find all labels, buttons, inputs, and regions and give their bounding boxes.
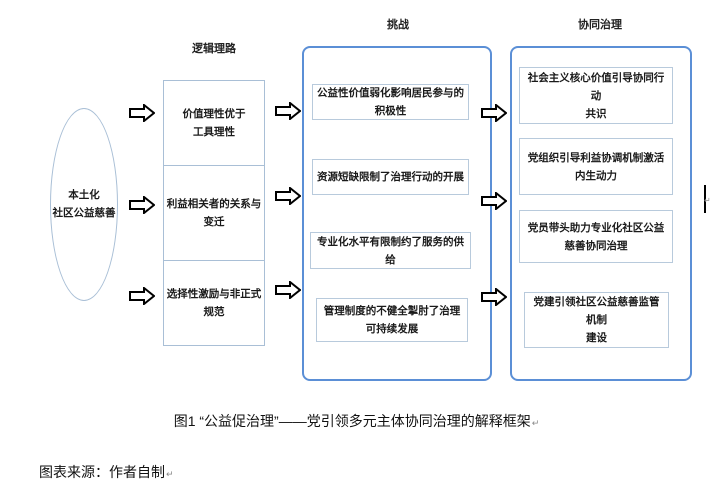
figure-source-text: 图表来源：作者自制 <box>39 464 165 480</box>
logic-box-line2: 规范 <box>203 306 225 318</box>
arrow-icon <box>129 287 155 305</box>
figure-caption-text: 图1 “公益促治理”——党引领多元主体协同治理的解释框架 <box>173 413 531 429</box>
paragraph-mark: ↵ <box>166 469 174 479</box>
arrow-icon <box>275 281 301 299</box>
logic-box: 价值理性优于 工具理性 <box>163 80 265 166</box>
arrow-icon <box>481 192 507 210</box>
governance-box-line1: 党建引领社区公益慈善监管机制 <box>533 296 660 326</box>
figure-caption: 图1 “公益促治理”——党引领多元主体协同治理的解释框架↵ <box>0 411 713 431</box>
challenge-box-line1: 公益性价值弱化影响居民参与的 <box>317 87 464 99</box>
arrow-icon <box>481 288 507 306</box>
challenge-box: 资源短缺限制了治理行动的开展 <box>312 159 469 195</box>
paragraph-mark: ↵ <box>704 196 711 205</box>
governance-box-line1: 党员带头助力专业化社区公益 <box>527 221 665 234</box>
arrow-icon <box>129 104 155 122</box>
challenge-box: 管理制度的不健全掣肘了治理 可持续发展 <box>316 298 468 342</box>
governance-box-line1: 党组织引导利益协调机制激活 <box>527 151 665 164</box>
logic-box-line2: 工具理性 <box>193 126 235 138</box>
arrow-icon <box>275 102 301 120</box>
challenge-box-line2: 积极性 <box>374 105 407 117</box>
origin-label: 本土化 社区公益慈善 <box>44 186 124 222</box>
arrow-icon <box>129 196 155 214</box>
governance-box: 党建引领社区公益慈善监管机制 建设 <box>524 292 669 348</box>
column-title-governance: 协同治理 <box>578 18 622 31</box>
logic-box-line2: 变迁 <box>203 216 225 228</box>
arrow-icon <box>275 187 301 205</box>
origin-label-line1: 本土化 <box>68 189 100 201</box>
governance-box: 党员带头助力专业化社区公益 慈善协同治理 <box>519 210 673 263</box>
figure-source: 图表来源：作者自制↵ <box>39 462 174 482</box>
governance-box-line2: 建设 <box>586 332 607 344</box>
challenge-box-line1: 专业化水平有限制约了服务的供给 <box>317 235 464 266</box>
logic-box: 选择性激励与非正式 规范 <box>163 260 265 346</box>
logic-box-line1: 利益相关者的关系与 <box>166 198 262 210</box>
arrow-icon <box>481 104 507 122</box>
governance-box-line2: 慈善协同治理 <box>564 239 628 252</box>
column-title-challenges: 挑战 <box>387 18 409 31</box>
challenge-box-line1: 管理制度的不健全掣肘了治理 <box>323 305 461 317</box>
governance-box-line1: 社会主义核心价值引导协同行动 <box>527 71 665 102</box>
origin-label-line2: 社区公益慈善 <box>52 207 116 219</box>
governance-box: 党组织引导利益协调机制激活 内生动力 <box>519 138 673 195</box>
challenge-box-line2: 可持续发展 <box>365 323 419 335</box>
governance-box-line2: 共识 <box>585 107 607 120</box>
paragraph-mark: ↵ <box>531 418 540 428</box>
text-cursor <box>704 185 706 213</box>
logic-box: 利益相关者的关系与 变迁 <box>163 165 265 261</box>
governance-box: 社会主义核心价值引导协同行动 共识 <box>519 67 673 124</box>
challenge-box: 专业化水平有限制约了服务的供给 <box>310 232 471 269</box>
logic-box-line1: 选择性激励与非正式 <box>166 288 262 300</box>
governance-box-line2: 内生动力 <box>575 169 617 182</box>
logic-box-line1: 价值理性优于 <box>182 108 246 120</box>
origin-ellipse <box>50 108 118 301</box>
challenge-box-line1: 资源短缺限制了治理行动的开展 <box>317 171 464 183</box>
column-title-logic: 逻辑理路 <box>192 42 236 55</box>
challenge-box: 公益性价值弱化影响居民参与的 积极性 <box>312 84 469 120</box>
